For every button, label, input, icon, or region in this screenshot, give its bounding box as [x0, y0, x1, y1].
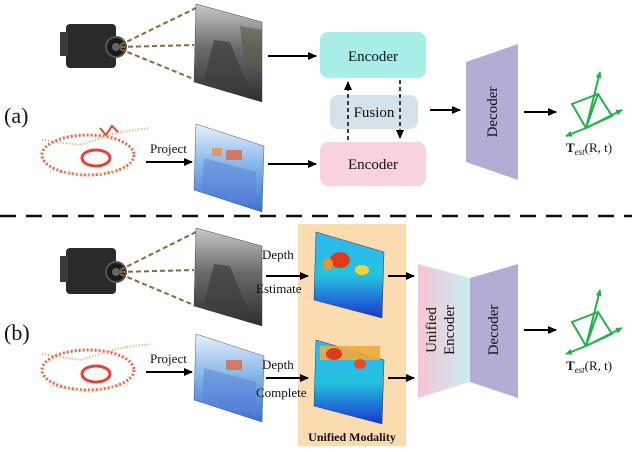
panel-a: (a) Project — [4, 3, 623, 213]
decoder-a-box — [466, 44, 518, 180]
estimate-label: Estimate — [256, 281, 302, 296]
output-sub-b: est — [575, 365, 585, 375]
encoder-top-box — [320, 32, 426, 78]
output-pose-label-b: Test(R, t) — [566, 358, 612, 375]
output-T-a: T — [566, 140, 575, 155]
camera-icon-b — [60, 248, 127, 294]
output-T-b: T — [566, 358, 575, 373]
completed-depth-map — [313, 339, 385, 425]
output-args-b: (R, t) — [585, 358, 612, 373]
decoder-b-box — [470, 264, 518, 398]
output-pose-label-a: Test(R, t) — [566, 140, 612, 157]
encoder-top-label: Encoder — [348, 49, 398, 65]
depth-label-1: Depth — [262, 247, 294, 262]
output-args-a: (R, t) — [585, 140, 612, 155]
unified-encoder-line2: Encoder — [442, 305, 458, 355]
decoder-b-label: Decoder — [486, 305, 502, 356]
project-label-a: Project — [150, 141, 187, 156]
fusion-box — [330, 95, 418, 129]
project-label-b: Project — [150, 351, 187, 366]
projected-depth-image-b — [193, 333, 265, 423]
estimated-depth-map — [313, 231, 385, 319]
camera-frustum-b — [119, 231, 197, 307]
unified-encoder-box — [418, 264, 470, 398]
complete-label: Complete — [256, 385, 307, 400]
depth-label-2: Depth — [262, 357, 294, 372]
lidar-point-cloud-b — [40, 343, 151, 394]
output-sub-a: est — [575, 147, 585, 157]
projected-depth-image — [193, 123, 265, 213]
panel-b-label: (b) — [4, 320, 30, 345]
unified-modality-label: Unified Modality — [308, 430, 396, 444]
panel-a-label: (a) — [4, 103, 28, 128]
lidar-point-cloud — [40, 124, 151, 178]
pose-axes-icon-b — [565, 289, 623, 355]
decoder-a-label: Decoder — [485, 87, 501, 138]
panel-b: (b) Unified Modality Depth Estimate — [4, 224, 623, 446]
rgb-image-b — [193, 227, 263, 327]
camera-icon — [60, 24, 127, 68]
camera-frustum — [119, 7, 197, 81]
fusion-label: Fusion — [354, 105, 395, 121]
encoder-bottom-label: Encoder — [348, 157, 398, 173]
encoder-bottom-box — [320, 142, 426, 186]
unified-encoder-line1: Unified — [424, 307, 440, 353]
rgb-image — [193, 3, 263, 103]
pose-axes-icon — [565, 71, 623, 137]
